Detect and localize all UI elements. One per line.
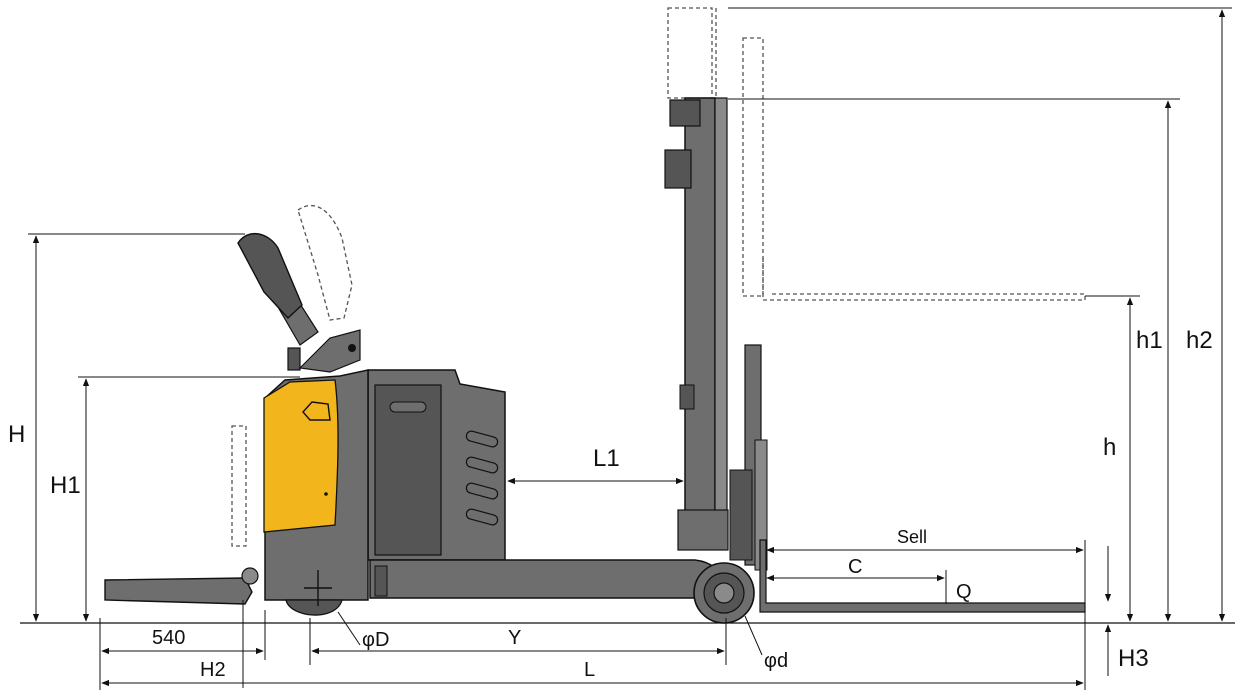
chassis-step — [374, 565, 388, 597]
platform — [104, 567, 259, 605]
tiller-handle — [237, 233, 303, 319]
label-H: H — [8, 421, 25, 448]
chassis-leg — [369, 559, 725, 599]
label-phiD: φD — [362, 629, 389, 651]
label-H1: H1 — [50, 472, 81, 499]
label-H3: H3 — [1118, 645, 1149, 672]
fork — [759, 539, 1086, 613]
label-H2: H2 — [200, 659, 226, 681]
mast — [664, 97, 729, 551]
label-L1: L1 — [593, 445, 620, 472]
label-h: h — [1103, 434, 1116, 461]
drive-unit — [263, 369, 369, 601]
battery-compartment — [367, 369, 506, 561]
dimension-lines — [28, 7, 1232, 690]
yellow-cover — [263, 379, 339, 533]
label-L: L — [584, 659, 595, 681]
label-h1: h1 — [1136, 327, 1163, 354]
label-540: 540 — [152, 627, 185, 649]
tiller — [237, 233, 361, 373]
label-C: C — [848, 556, 862, 578]
label-phid: φd — [764, 650, 788, 672]
raised-position-ghost — [231, 7, 1086, 547]
label-Y: Y — [508, 627, 521, 649]
load-wheel — [693, 562, 755, 624]
label-h2: h2 — [1186, 327, 1213, 354]
drive-wheel — [285, 570, 343, 616]
fork-carriage — [729, 344, 768, 571]
label-Q: Q — [956, 581, 972, 603]
label-Sell: Sell — [897, 527, 927, 547]
